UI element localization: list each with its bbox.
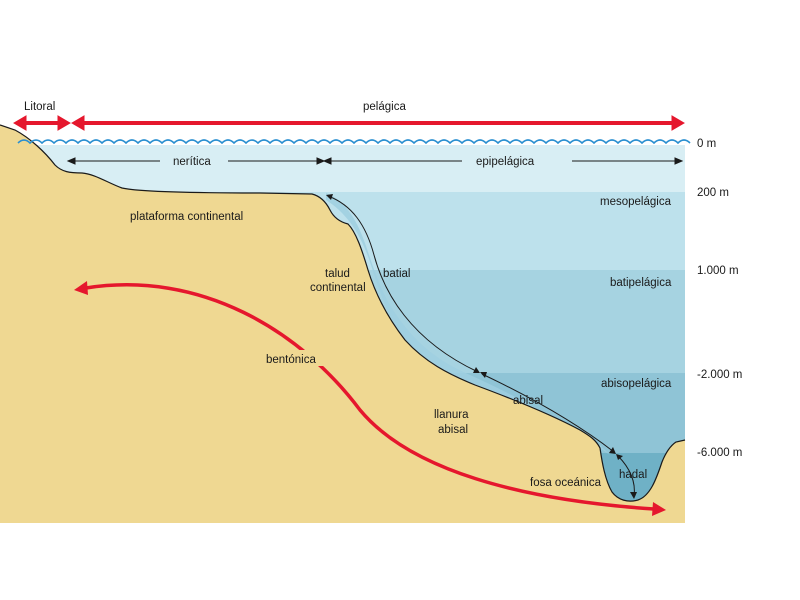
epipelagica-range-arrow: [322, 157, 684, 165]
batial-arrow-head-top: [326, 194, 333, 200]
llanura-abisal-label: abisal: [438, 424, 468, 436]
litoral-label: Litoral: [24, 101, 55, 113]
neritica-range-arrow: [66, 157, 326, 165]
batial-arrow-line: [327, 195, 479, 373]
batial-arrow-head-bottom: [473, 367, 480, 373]
talud-continental-label: continental: [310, 282, 366, 294]
sea-surface-waves: [17, 139, 691, 145]
abisal-arrow-head-top: [480, 372, 487, 378]
seabed-outline: [0, 124, 686, 502]
epipelagica-label: epipelágica: [476, 156, 535, 168]
hadal-label: hadal: [619, 469, 647, 481]
pelagica-label: pelágica: [363, 101, 406, 113]
mesopelagica-label: mesopelágica: [600, 196, 672, 208]
abisopelagica-label: abisopelágica: [601, 378, 672, 390]
pelagica-arrow: [71, 115, 685, 131]
bentonica-label: bentónica: [266, 354, 316, 366]
depth-200m-label: 200 m: [697, 187, 729, 199]
plataforma-continental-label: plataforma continental: [130, 211, 243, 223]
hadal-arrow-head-top: [616, 454, 623, 460]
bentonica-label-bg: [264, 350, 334, 366]
fosa-oceanica-label: fosa oceánica: [530, 477, 602, 489]
batipelagica-label: batipelágica: [610, 277, 672, 289]
bentonica-arrow-line: [85, 283, 655, 511]
llanura-label: llanura: [434, 409, 469, 421]
bentonica-arrow-head-right: [652, 502, 666, 516]
seabed-land: [0, 125, 685, 523]
neritica-label: nerítica: [173, 156, 211, 168]
hadal-arrow-head-bottom: [630, 492, 637, 499]
batial-label: batial: [383, 268, 411, 280]
litoral-arrow: [13, 115, 71, 131]
abisal-arrow-line: [481, 373, 615, 453]
talud-label: talud: [325, 268, 350, 280]
depth-2000m-label: -2.000 m: [697, 369, 742, 381]
depth-0m-label: 0 m: [697, 138, 716, 150]
bentonica-arrow-head-left: [74, 281, 88, 295]
depth-6000m-label: -6.000 m: [697, 447, 742, 459]
abisal-arrow-head-bottom: [609, 447, 616, 454]
depth-1000m-label: 1.000 m: [697, 265, 739, 277]
abisal-label: abisal: [513, 395, 543, 407]
